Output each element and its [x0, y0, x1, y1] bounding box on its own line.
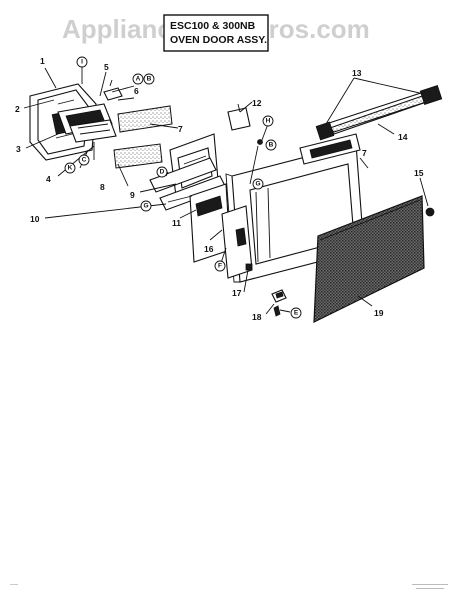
callout-3: 3	[16, 144, 21, 154]
leader-lines	[23, 66, 429, 315]
part-inner-liner	[149, 133, 231, 263]
letter-ref-k: K	[64, 162, 76, 174]
callout-19: 19	[374, 308, 384, 318]
svg-text:K: K	[68, 165, 73, 172]
callout-18: 18	[252, 312, 262, 322]
svg-text:B: B	[269, 142, 274, 149]
svg-text:A: A	[136, 76, 141, 83]
part-clip-17	[245, 263, 253, 271]
diagram-title: ESC100 & 300NB OVEN DOOR ASSY.	[163, 14, 269, 52]
part-latch-assembly	[57, 103, 117, 143]
part-insulation-upper	[117, 105, 173, 133]
callout-6: 6	[134, 86, 139, 96]
letter-references: I A B H B C K G	[64, 56, 302, 319]
svg-text:C: C	[82, 157, 87, 164]
letter-ref-g-left: G	[140, 200, 152, 212]
letter-ref-h: H	[262, 115, 274, 127]
part-latch-clip-18	[271, 289, 287, 303]
svg-text:G: G	[143, 203, 148, 210]
callout-14: 14	[398, 132, 408, 142]
part-door-glass-panel	[313, 195, 425, 323]
callout-5: 5	[104, 62, 109, 72]
callout-8: 8	[100, 182, 105, 192]
callout-11: 11	[172, 218, 181, 228]
callout-2: 2	[15, 104, 20, 114]
callout-7-handle: 7	[362, 148, 367, 158]
callout-1: 1	[40, 56, 45, 66]
svg-text:G: G	[255, 181, 260, 188]
letter-ref-g-right: G	[252, 178, 264, 190]
part-insulation-lower	[113, 143, 163, 169]
part-screw-15	[425, 207, 435, 217]
svg-text:E: E	[294, 310, 299, 317]
svg-text:H: H	[266, 118, 271, 125]
callout-16: 16	[204, 244, 214, 254]
title-line-1: ESC100 & 300NB	[170, 20, 256, 32]
part-small-bracket	[103, 79, 123, 101]
svg-text:D: D	[160, 169, 165, 176]
part-small-screw	[273, 305, 281, 317]
letter-ref-e: E	[290, 307, 302, 319]
letter-ref-d: D	[156, 166, 168, 178]
part-screw-h	[257, 139, 263, 145]
letter-ref-f: F	[214, 260, 226, 272]
svg-text:F: F	[218, 263, 222, 270]
callout-13: 13	[352, 68, 362, 78]
letter-ref-c: C	[78, 154, 90, 166]
callout-9: 9	[130, 190, 135, 200]
callout-7: 7	[178, 124, 183, 134]
letter-ref-i: I	[76, 56, 88, 68]
callout-17: 17	[232, 288, 242, 298]
callout-4: 4	[46, 174, 51, 184]
svg-text:B: B	[147, 76, 152, 83]
title-line-2: OVEN DOOR ASSY.	[170, 34, 267, 46]
letter-ref-b-mid: B	[265, 139, 277, 151]
callout-12: 12	[252, 98, 262, 108]
letter-ref-a: A	[132, 73, 144, 85]
callout-10: 10	[30, 214, 40, 224]
svg-text:I: I	[81, 59, 83, 66]
part-door-handle	[315, 85, 443, 141]
fine-print-mark	[10, 584, 448, 589]
callout-15: 15	[414, 168, 424, 178]
part-inner-bracket	[227, 103, 251, 131]
callout-numbers: 1 2 3 4 5 6 7 8 9 10 11 12 13 14 15 16 1…	[15, 56, 424, 322]
letter-ref-b-top: B	[143, 73, 155, 85]
